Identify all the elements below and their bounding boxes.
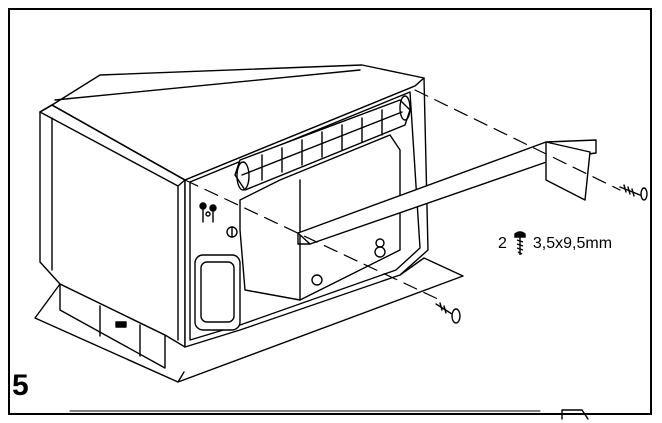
screw-bottom [435,302,461,324]
bottom-edge-marks [69,409,589,420]
screw-quantity: 2 [498,235,507,252]
cover-shroud [239,134,401,301]
housing-side [39,104,186,348]
screw-callout: 2 3,5x9,5mm [498,230,612,258]
deflector-bracket [297,139,597,245]
alignment-lines [184,89,621,301]
screw-icon [514,231,526,255]
screw-spec: 3,5x9,5mm [532,235,613,252]
figure-frame [8,8,652,415]
vent-grille [234,95,411,191]
step-number: 5 [12,369,29,402]
screw-right [619,184,648,201]
service-panel [194,202,241,331]
